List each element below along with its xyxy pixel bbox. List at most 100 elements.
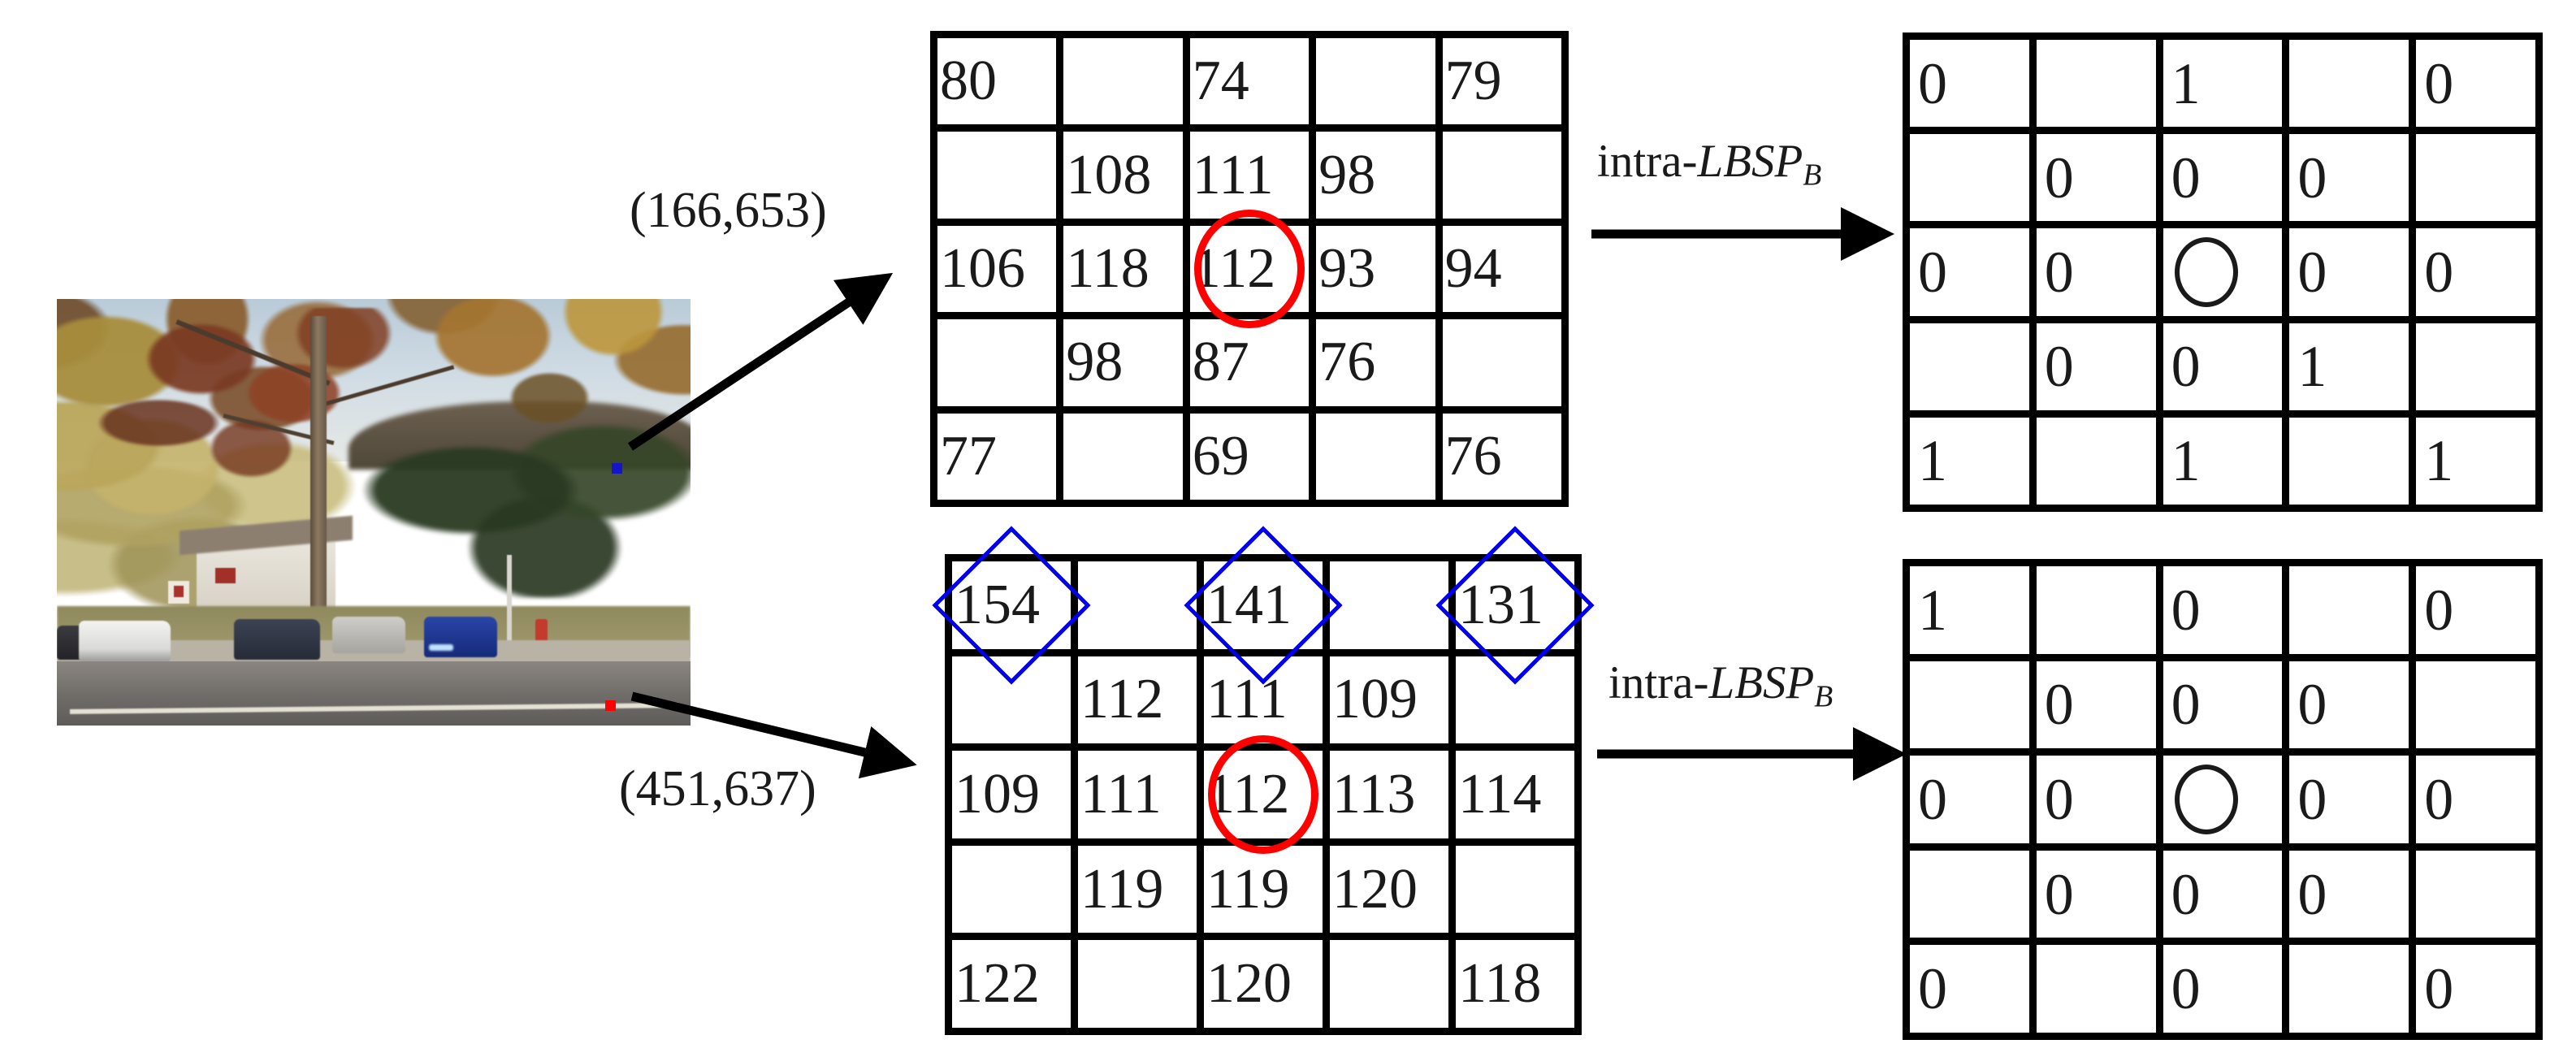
- photo-canopy-red-leaves: [94, 307, 450, 521]
- grid-cell: 111: [1204, 656, 1323, 744]
- grid-cell: [1063, 413, 1183, 500]
- arrow-photo-to-bottom-grid: [630, 691, 917, 779]
- grid-cell-value: 0: [1918, 766, 1947, 832]
- grid-cell: 0: [2416, 756, 2535, 843]
- grid-cell: 0: [2036, 323, 2156, 410]
- grid-cell: 0: [2289, 850, 2409, 938]
- grid-cell-value: 98: [1318, 143, 1376, 206]
- operator-name-top: LBSP: [1697, 136, 1803, 187]
- photo-car-blue: [424, 617, 498, 657]
- grid-cell: 109: [1330, 656, 1448, 744]
- grid-cell-value: 0: [2297, 672, 2327, 738]
- grid-cell: 0: [2163, 850, 2283, 938]
- grid-cell-value: 0: [2171, 861, 2201, 927]
- grid-cell-value: 69: [1192, 424, 1249, 487]
- grid-cell: [2036, 945, 2156, 1033]
- grid-cell: 0: [1910, 228, 2029, 316]
- grid-cell: [2289, 40, 2409, 128]
- grid-cell-value: 141: [1206, 573, 1292, 636]
- operator-label-top: intra-LBSPB: [1597, 138, 1821, 191]
- grid-cell: 1: [2416, 417, 2535, 505]
- grid-cell: [952, 845, 1071, 934]
- grid-cell-value: 108: [1066, 143, 1152, 206]
- grid-cell: [1442, 132, 1561, 219]
- grid-cell: [1316, 413, 1435, 500]
- operator-label-bottom: intra-LBSPB: [1608, 660, 1833, 713]
- grid-cell: [952, 656, 1071, 744]
- grid-cell: 0: [2416, 228, 2535, 316]
- source-photograph: [57, 299, 691, 726]
- grid-cell-value: 111: [1192, 143, 1274, 206]
- grid-cell: 98: [1316, 132, 1435, 219]
- grid-cell: 111: [1189, 132, 1310, 219]
- grid-cell: 0: [2416, 566, 2535, 654]
- grid-cell: 111: [1078, 751, 1197, 838]
- grid-cell: 1: [2289, 323, 2409, 410]
- grid-cell: [2036, 40, 2156, 128]
- grid-cell: 1: [2163, 40, 2283, 128]
- grid-cell: [1910, 661, 2029, 749]
- grid-cell: [2036, 566, 2156, 654]
- grid-cell: 0: [2163, 134, 2283, 222]
- grid-cell-value: 119: [1080, 857, 1164, 921]
- grid-cell: 114: [1456, 751, 1574, 838]
- grid-cell-value: 118: [1066, 236, 1149, 300]
- grid-cell: 0: [1910, 756, 2029, 843]
- grid-cell-value: 112: [1206, 762, 1290, 825]
- grid-cell-value: 0: [2297, 239, 2327, 305]
- grid-cell-value: 0: [1918, 239, 1947, 305]
- red-sample-marker: [604, 700, 616, 711]
- arrow-top-transform: [1591, 207, 1894, 261]
- photo-car-white: [79, 621, 171, 662]
- grid-cell-value: 0: [2424, 239, 2454, 305]
- grid-cell-value: 94: [1444, 236, 1502, 300]
- grid-cell: 119: [1078, 845, 1197, 934]
- grid-cell: 76: [1316, 319, 1435, 406]
- grid-cell-value: 0: [2424, 766, 2454, 832]
- grid-cell-value: 106: [940, 236, 1025, 300]
- grid-cell: [1316, 38, 1435, 125]
- grid-cell: [2416, 850, 2535, 938]
- grid-cell: 0: [2289, 228, 2409, 316]
- grid-cell: 76: [1442, 413, 1561, 500]
- grid-cell-value: 1: [1918, 577, 1947, 643]
- grid-cell-value: 98: [1066, 331, 1123, 394]
- grid-cell: [1910, 134, 2029, 222]
- grid-cell-value: 109: [1332, 668, 1418, 731]
- grid-cell-value: 1: [1918, 428, 1947, 494]
- grid-cell-value: 0: [2044, 861, 2074, 927]
- grid-cell-value: 114: [1458, 762, 1542, 825]
- arrow-photo-to-top-grid: [627, 272, 894, 451]
- photo-house-window: [215, 567, 236, 583]
- grid-cell-value: 109: [955, 762, 1040, 825]
- grid-cell: 98: [1063, 319, 1183, 406]
- grid-cell-value: 0: [1918, 50, 1947, 116]
- grid-cell: [1078, 561, 1197, 649]
- operator-name-bottom: LBSP: [1708, 657, 1815, 708]
- grid-cell: 0: [2289, 756, 2409, 843]
- grid-cell: [1442, 319, 1561, 406]
- grid-cell-value: 0: [2297, 766, 2327, 832]
- grid-cell: [2289, 566, 2409, 654]
- grid-cell: 0: [1910, 945, 2029, 1033]
- grid-cell-value: 80: [940, 50, 997, 113]
- grid-cell-value: 0: [2171, 577, 2201, 643]
- grid-cell-value: 0: [2424, 956, 2454, 1022]
- grid-cell-value: 131: [1458, 573, 1543, 636]
- grid-cell: 131: [1435, 526, 1595, 685]
- photo-road: [57, 661, 691, 726]
- grid-cell: 77: [937, 413, 1057, 500]
- grid-cell: [1063, 38, 1183, 125]
- grid-cell: 119: [1204, 845, 1323, 934]
- grid-cell-value: 0: [2044, 766, 2074, 832]
- grid-cell: 0: [2416, 945, 2535, 1033]
- grid-cell-value: 122: [955, 952, 1040, 1016]
- grid-cell: 69: [1189, 413, 1310, 500]
- grid-cell: 113: [1330, 751, 1448, 838]
- grid-cell: [2416, 323, 2535, 410]
- grid-cell-value: 111: [1080, 762, 1162, 825]
- operator-subscript-bottom: B: [1814, 679, 1834, 714]
